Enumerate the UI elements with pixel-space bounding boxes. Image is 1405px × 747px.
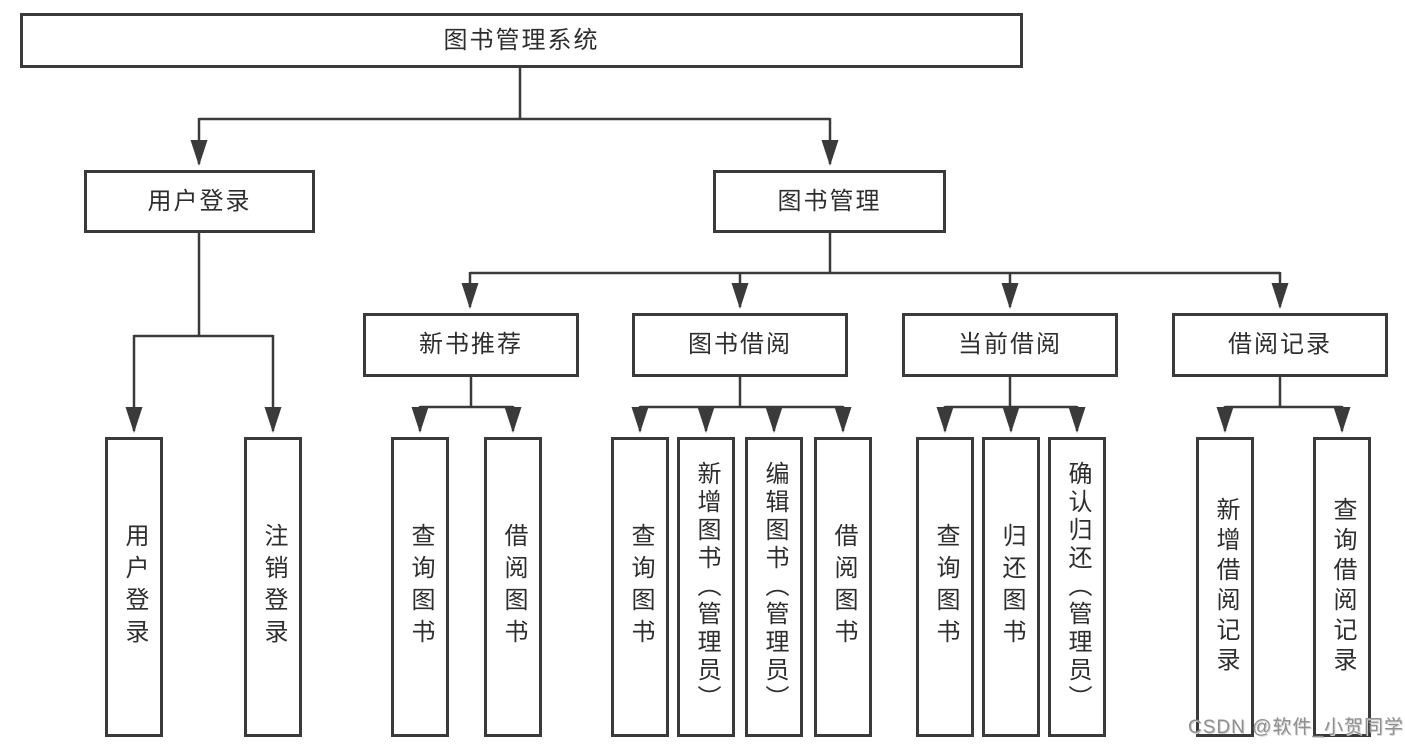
leaf-borrow-books-recommend-label: 借阅图书 [500, 523, 527, 651]
leaf-add-books-admin-label: 新增图书（管理员） [693, 461, 720, 713]
leaf-confirm-return-admin-label: 确认归还（管理员） [1064, 461, 1091, 713]
node-book-borrowing: 图书借阅 [632, 313, 848, 377]
leaf-add-borrow-record: 新增借阅记录 [1196, 437, 1254, 737]
node-borrowing-records-label: 借阅记录 [1228, 331, 1332, 358]
node-user-login: 用户登录 [84, 170, 315, 233]
leaf-query-books-borrow-label: 查询图书 [627, 523, 654, 651]
leaf-logout: 注销登录 [244, 437, 302, 737]
leaf-logout-label: 注销登录 [260, 523, 287, 651]
node-book-management: 图书管理 [713, 170, 946, 233]
leaf-add-books-admin: 新增图书（管理员） [677, 437, 735, 737]
leaf-confirm-return-admin: 确认归还（管理员） [1048, 437, 1106, 737]
node-new-book-recommend: 新书推荐 [363, 313, 579, 377]
leaf-query-borrow-record: 查询借阅记录 [1313, 437, 1371, 737]
node-current-borrowing: 当前借阅 [902, 313, 1118, 377]
leaf-borrow-books-label: 借阅图书 [830, 523, 857, 651]
leaf-borrow-books-recommend: 借阅图书 [484, 437, 542, 737]
node-book-management-label: 图书管理 [777, 187, 882, 215]
leaf-user-login-label: 用户登录 [121, 523, 148, 651]
leaf-query-borrow-record-label: 查询借阅记录 [1329, 497, 1356, 677]
node-current-borrowing-label: 当前借阅 [958, 331, 1062, 358]
leaf-return-books-label: 归还图书 [998, 523, 1025, 651]
watermark: CSDN @软件_小贺同学 [1188, 717, 1404, 738]
leaf-query-books-recommend-label: 查询图书 [407, 523, 434, 651]
node-book-borrowing-label: 图书借阅 [688, 331, 792, 358]
leaf-edit-books-admin: 编辑图书（管理员） [745, 437, 803, 737]
leaf-edit-books-admin-label: 编辑图书（管理员） [761, 461, 788, 713]
leaf-borrow-books: 借阅图书 [814, 437, 872, 737]
node-new-book-recommend-label: 新书推荐 [419, 331, 523, 358]
leaf-query-books-current: 查询图书 [916, 437, 974, 737]
node-library-system: 图书管理系统 [20, 13, 1023, 68]
leaf-add-borrow-record-label: 新增借阅记录 [1212, 497, 1239, 677]
node-library-system-label: 图书管理系统 [443, 26, 600, 54]
node-user-login-label: 用户登录 [147, 187, 252, 215]
leaf-query-books-current-label: 查询图书 [932, 523, 959, 651]
leaf-user-login: 用户登录 [105, 437, 163, 737]
node-borrowing-records: 借阅记录 [1172, 313, 1388, 377]
leaf-return-books: 归还图书 [982, 437, 1040, 737]
leaf-query-books-borrow: 查询图书 [611, 437, 669, 737]
leaf-query-books-recommend: 查询图书 [391, 437, 449, 737]
